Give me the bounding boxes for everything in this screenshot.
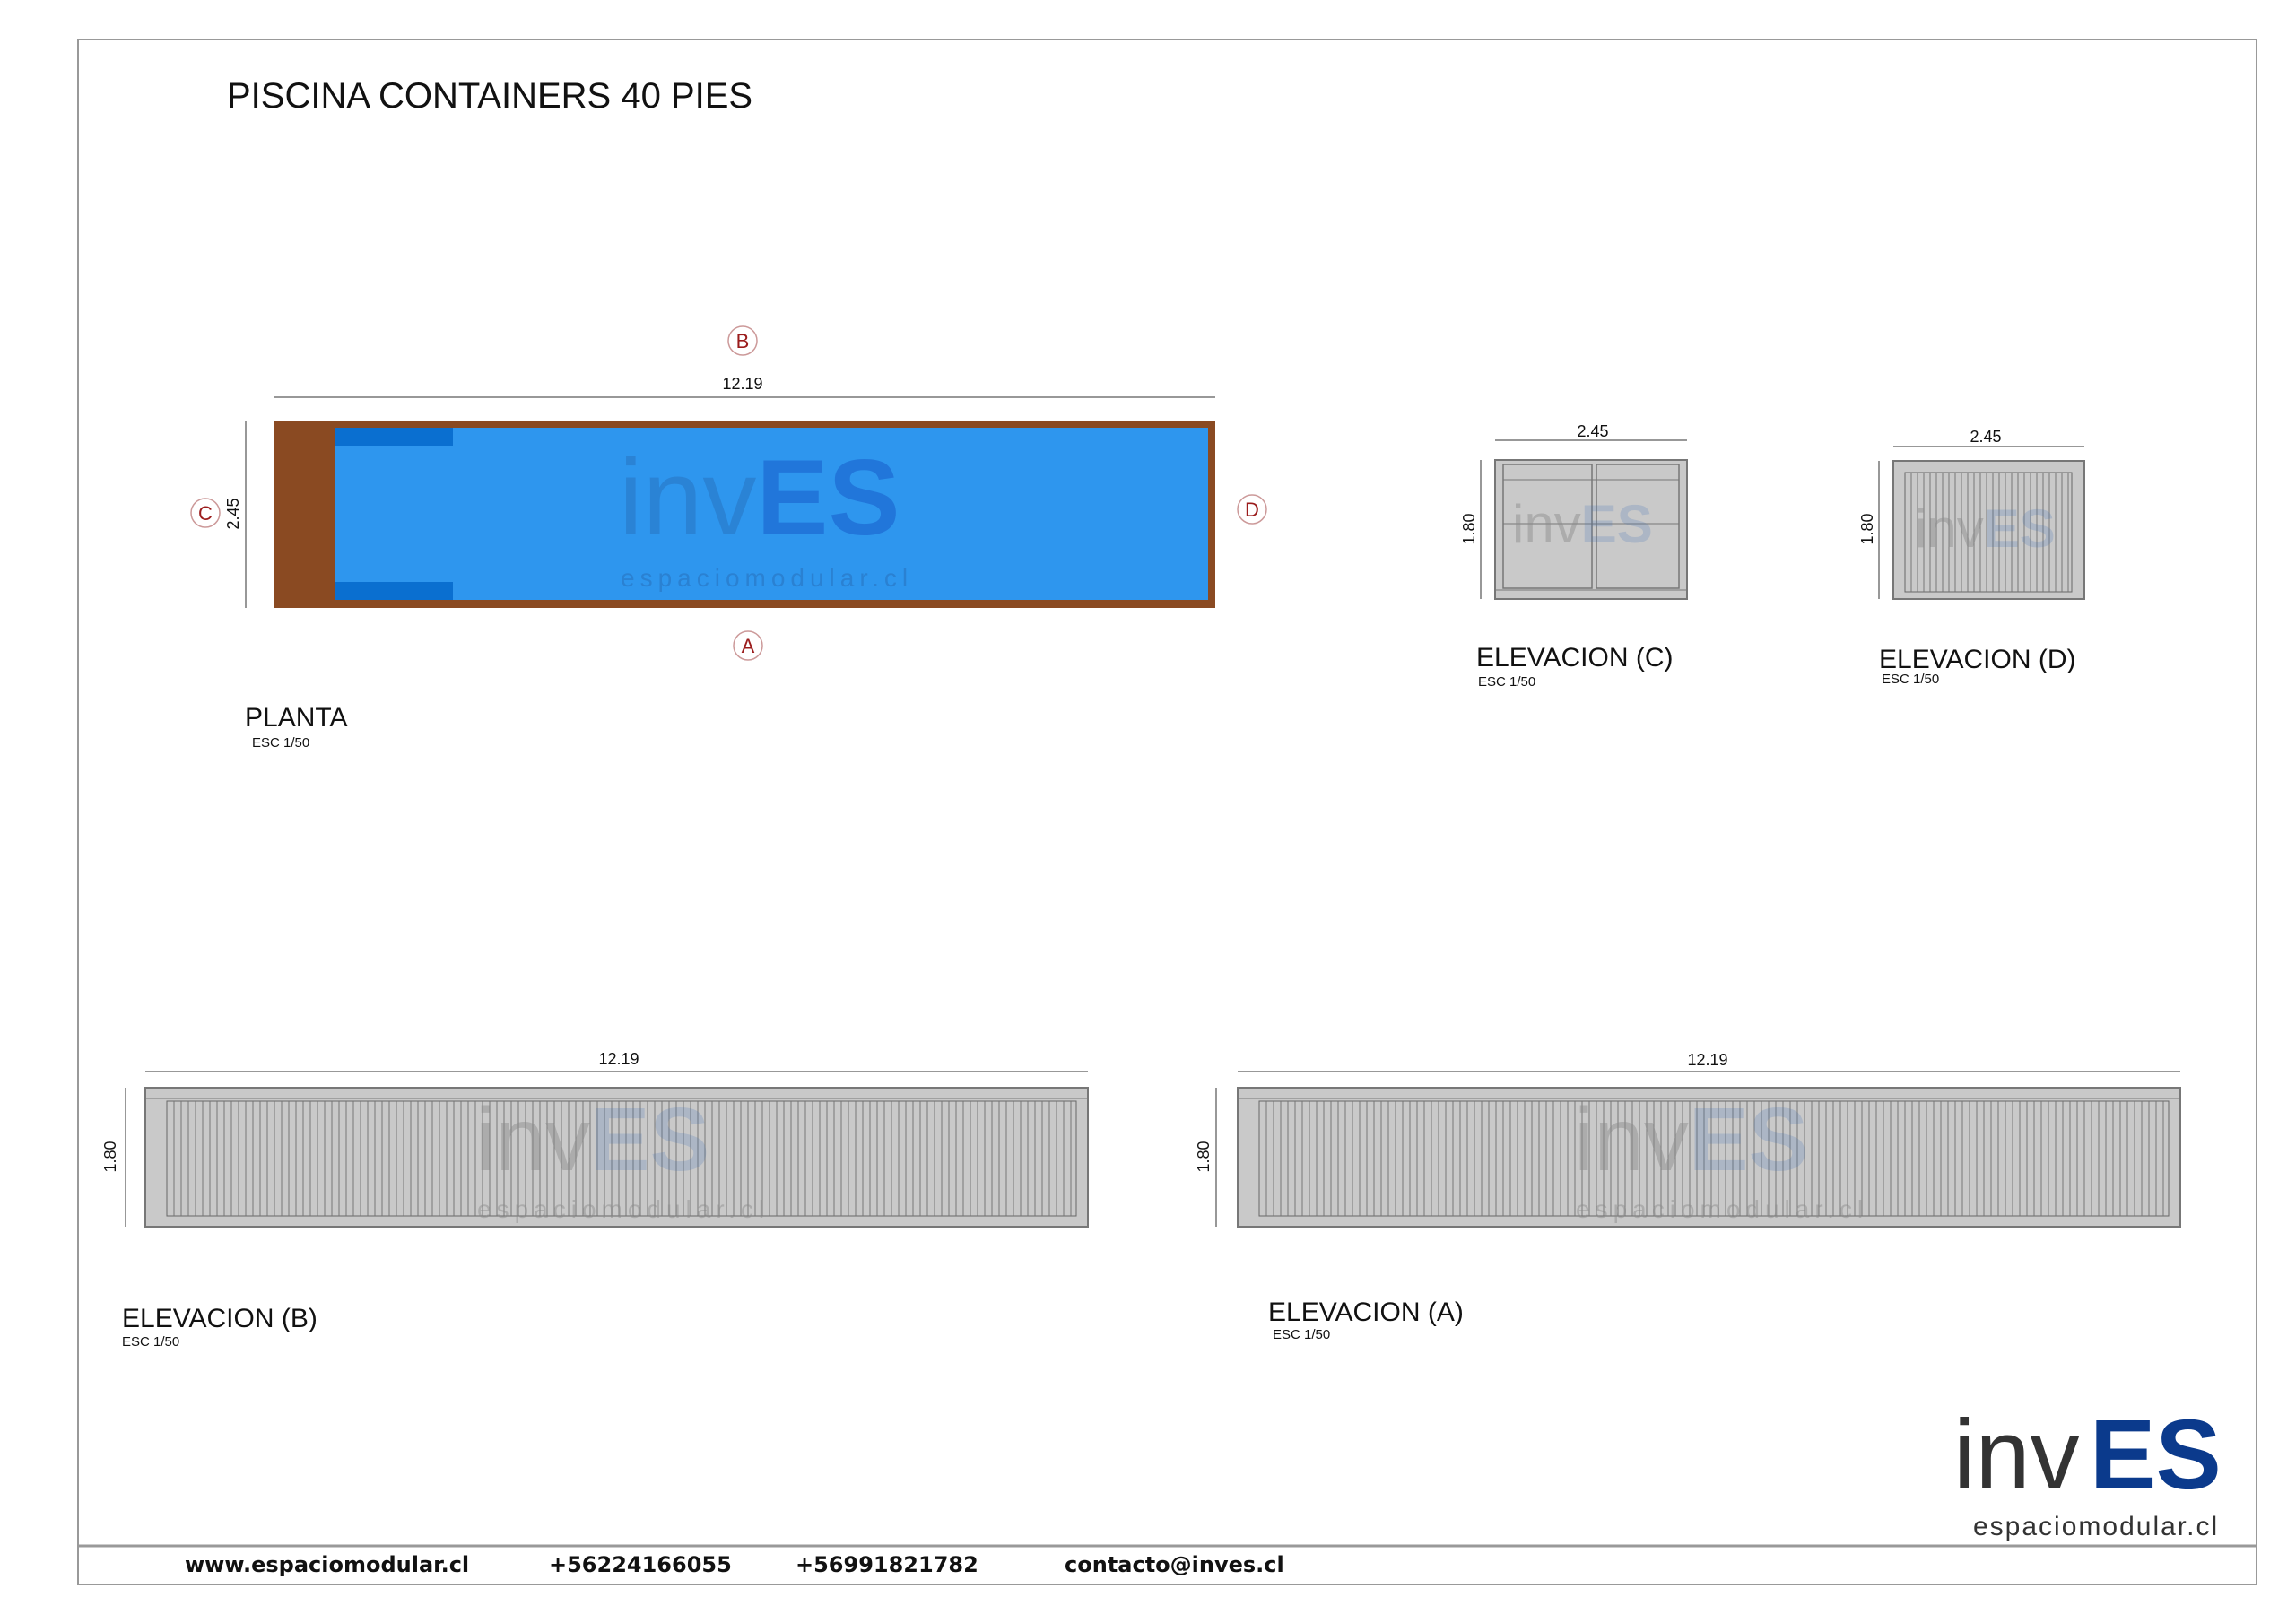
- elevation-a-scale: ESC 1/50: [1273, 1327, 1330, 1342]
- elevation-b: 12.19 1.80 invES espaciomodular.cl ELEVA…: [101, 1050, 1089, 1350]
- elevation-a-label: ELEVACION (A): [1268, 1298, 1464, 1327]
- svg-text:C: C: [198, 502, 213, 525]
- plan-view: 12.19 2.45 invES espaciomodular.cl B A C…: [190, 325, 1267, 751]
- footer-phone-2: +56991821782: [796, 1552, 978, 1577]
- watermark-tagline: espaciomodular.cl: [1576, 1195, 1868, 1223]
- page-title: PISCINA CONTAINERS 40 PIES: [227, 76, 752, 116]
- length-dimension: 12.19: [722, 375, 762, 393]
- watermark-logo: invES: [1512, 494, 1653, 554]
- height-dimension: 1.80: [1858, 513, 1876, 544]
- corrugation-frame: [1904, 472, 2073, 593]
- pool-water: [335, 428, 1208, 600]
- watermark-tagline: espaciomodular.cl: [621, 564, 913, 592]
- corrugation: [166, 1100, 1077, 1217]
- footer-website[interactable]: www.espaciomodular.cl: [185, 1552, 469, 1577]
- marker-a: A: [733, 630, 763, 661]
- pool-step-top: [335, 428, 453, 446]
- svg-text:D: D: [1245, 499, 1259, 521]
- logo-right: ES: [2090, 1400, 2222, 1510]
- watermark-logo: invES: [1915, 499, 2056, 559]
- width-dimension: 2.45: [224, 498, 242, 529]
- plan-label: PLANTA: [245, 703, 347, 733]
- watermark-tagline: espaciomodular.cl: [477, 1195, 770, 1223]
- elevation-c-scale: ESC 1/50: [1478, 674, 1535, 690]
- length-dimension: 12.19: [1687, 1051, 1727, 1069]
- plan-scale: ESC 1/50: [252, 735, 309, 751]
- logo-tagline: espaciomodular.cl: [1973, 1512, 2219, 1541]
- watermark-logo: invES: [475, 1089, 709, 1190]
- elevation-a: 12.19 1.80 invES espaciomodular.cl ELEVA…: [1195, 1051, 2181, 1342]
- elevation-d-label: ELEVACION (D): [1879, 645, 2075, 674]
- elevation-c: 2.45 1.80 invES ELEVACION (C) ESC 1/50: [1460, 422, 1688, 690]
- corrugation-frame: [1258, 1100, 2170, 1217]
- inves-logo: inv ES espaciomodular.cl: [1953, 1400, 2222, 1541]
- logo-left: inv: [1953, 1400, 2080, 1510]
- height-dimension: 1.80: [1460, 513, 1478, 544]
- watermark-logo: invES: [1574, 1089, 1808, 1190]
- height-dimension: 1.80: [1195, 1141, 1213, 1172]
- marker-b: B: [727, 325, 758, 356]
- marker-d: D: [1237, 494, 1267, 525]
- corrugation: [1904, 472, 2073, 593]
- corrugation: [1258, 1100, 2170, 1217]
- length-dimension: 12.19: [598, 1050, 639, 1068]
- height-dimension: 1.80: [101, 1141, 119, 1172]
- marker-c: C: [190, 498, 221, 528]
- footer-email[interactable]: contacto@inves.cl: [1065, 1552, 1284, 1577]
- width-dimension: 2.45: [1577, 422, 1608, 440]
- watermark-logo: invES: [619, 438, 900, 558]
- pool-step-bottom: [335, 582, 453, 600]
- elevation-d: 2.45 1.80 invES ELEVACION (D) ESC 1/50: [1858, 428, 2085, 687]
- corrugation-frame: [166, 1100, 1077, 1217]
- footer-phone-1: +56224166055: [549, 1552, 732, 1577]
- sheet-frame: [77, 39, 2257, 1585]
- svg-text:B: B: [736, 330, 750, 352]
- width-dimension: 2.45: [1970, 428, 2001, 446]
- elevation-b-label: ELEVACION (B): [122, 1304, 317, 1333]
- elevation-b-scale: ESC 1/50: [122, 1334, 179, 1350]
- svg-text:A: A: [742, 635, 755, 657]
- elevation-c-label: ELEVACION (C): [1476, 643, 1673, 673]
- elevation-d-scale: ESC 1/50: [1882, 672, 1939, 687]
